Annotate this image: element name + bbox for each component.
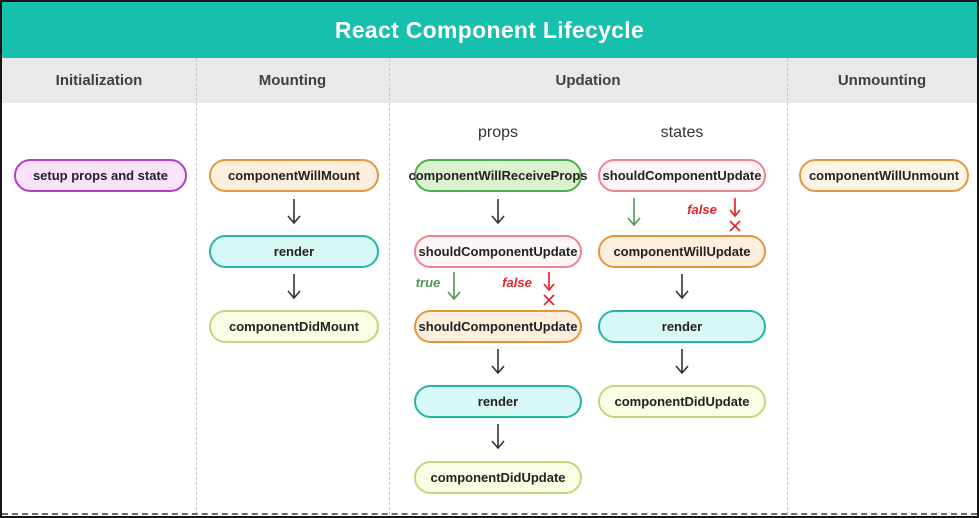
updation-props-label: props	[477, 124, 519, 141]
node-render-props: render	[414, 385, 582, 418]
arrow-down-icon	[287, 199, 301, 225]
arrow-down-icon	[491, 349, 505, 375]
column-header-initialization: Initialization	[55, 72, 143, 89]
branch-true-label: true	[415, 275, 441, 290]
arrow-down-icon	[491, 199, 505, 225]
page-title: React Component Lifecycle	[334, 16, 645, 43]
bottom-dashed-border	[2, 513, 977, 515]
title-bar: React Component Lifecycle	[2, 2, 977, 58]
branch-false-label: false	[502, 275, 532, 290]
arrow-down-icon	[287, 274, 301, 300]
node-render: render	[209, 235, 379, 268]
column-separator	[787, 58, 788, 515]
arrow-down-icon	[675, 274, 689, 300]
column-separator	[389, 58, 390, 515]
node-componentdidupdate-states: componentDidUpdate	[598, 385, 766, 418]
column-header-row: Initialization Mounting Updation Unmount…	[2, 58, 977, 103]
node-render-states: render	[598, 310, 766, 343]
node-shouldcomponentupdate-states: shouldComponentUpdate	[598, 159, 766, 192]
node-componentwillmount: componentWillMount	[209, 159, 379, 192]
node-shouldcomponentupdate-props-2: shouldComponentUpdate	[414, 310, 582, 343]
column-header-unmounting: Unmounting	[837, 72, 927, 89]
column-header-updation: Updation	[555, 72, 621, 89]
false-arrow-cross-icon	[729, 198, 741, 232]
node-setup-props-and-state: setup props and state	[14, 159, 187, 192]
updation-states-label: states	[660, 124, 704, 141]
column-header-mounting: Mounting	[258, 72, 327, 89]
true-arrow-down-icon	[627, 198, 641, 227]
arrow-down-icon	[675, 349, 689, 375]
arrow-down-icon	[491, 424, 505, 450]
false-arrow-cross-icon	[543, 272, 555, 306]
column-separator	[196, 58, 197, 515]
node-componentdidmount: componentDidMount	[209, 310, 379, 343]
node-componentwillupdate: componentWillUpdate	[598, 235, 766, 268]
branch-false-label: false	[687, 202, 717, 217]
node-componentwillunmount: componentWillUnmount	[799, 159, 969, 192]
node-shouldcomponentupdate-props: shouldComponentUpdate	[414, 235, 582, 268]
node-componentdidupdate-props: componentDidUpdate	[414, 461, 582, 494]
node-componentwillreceiveprops: componentWillReceiveProps	[408, 159, 588, 192]
true-arrow-down-icon	[447, 272, 461, 301]
